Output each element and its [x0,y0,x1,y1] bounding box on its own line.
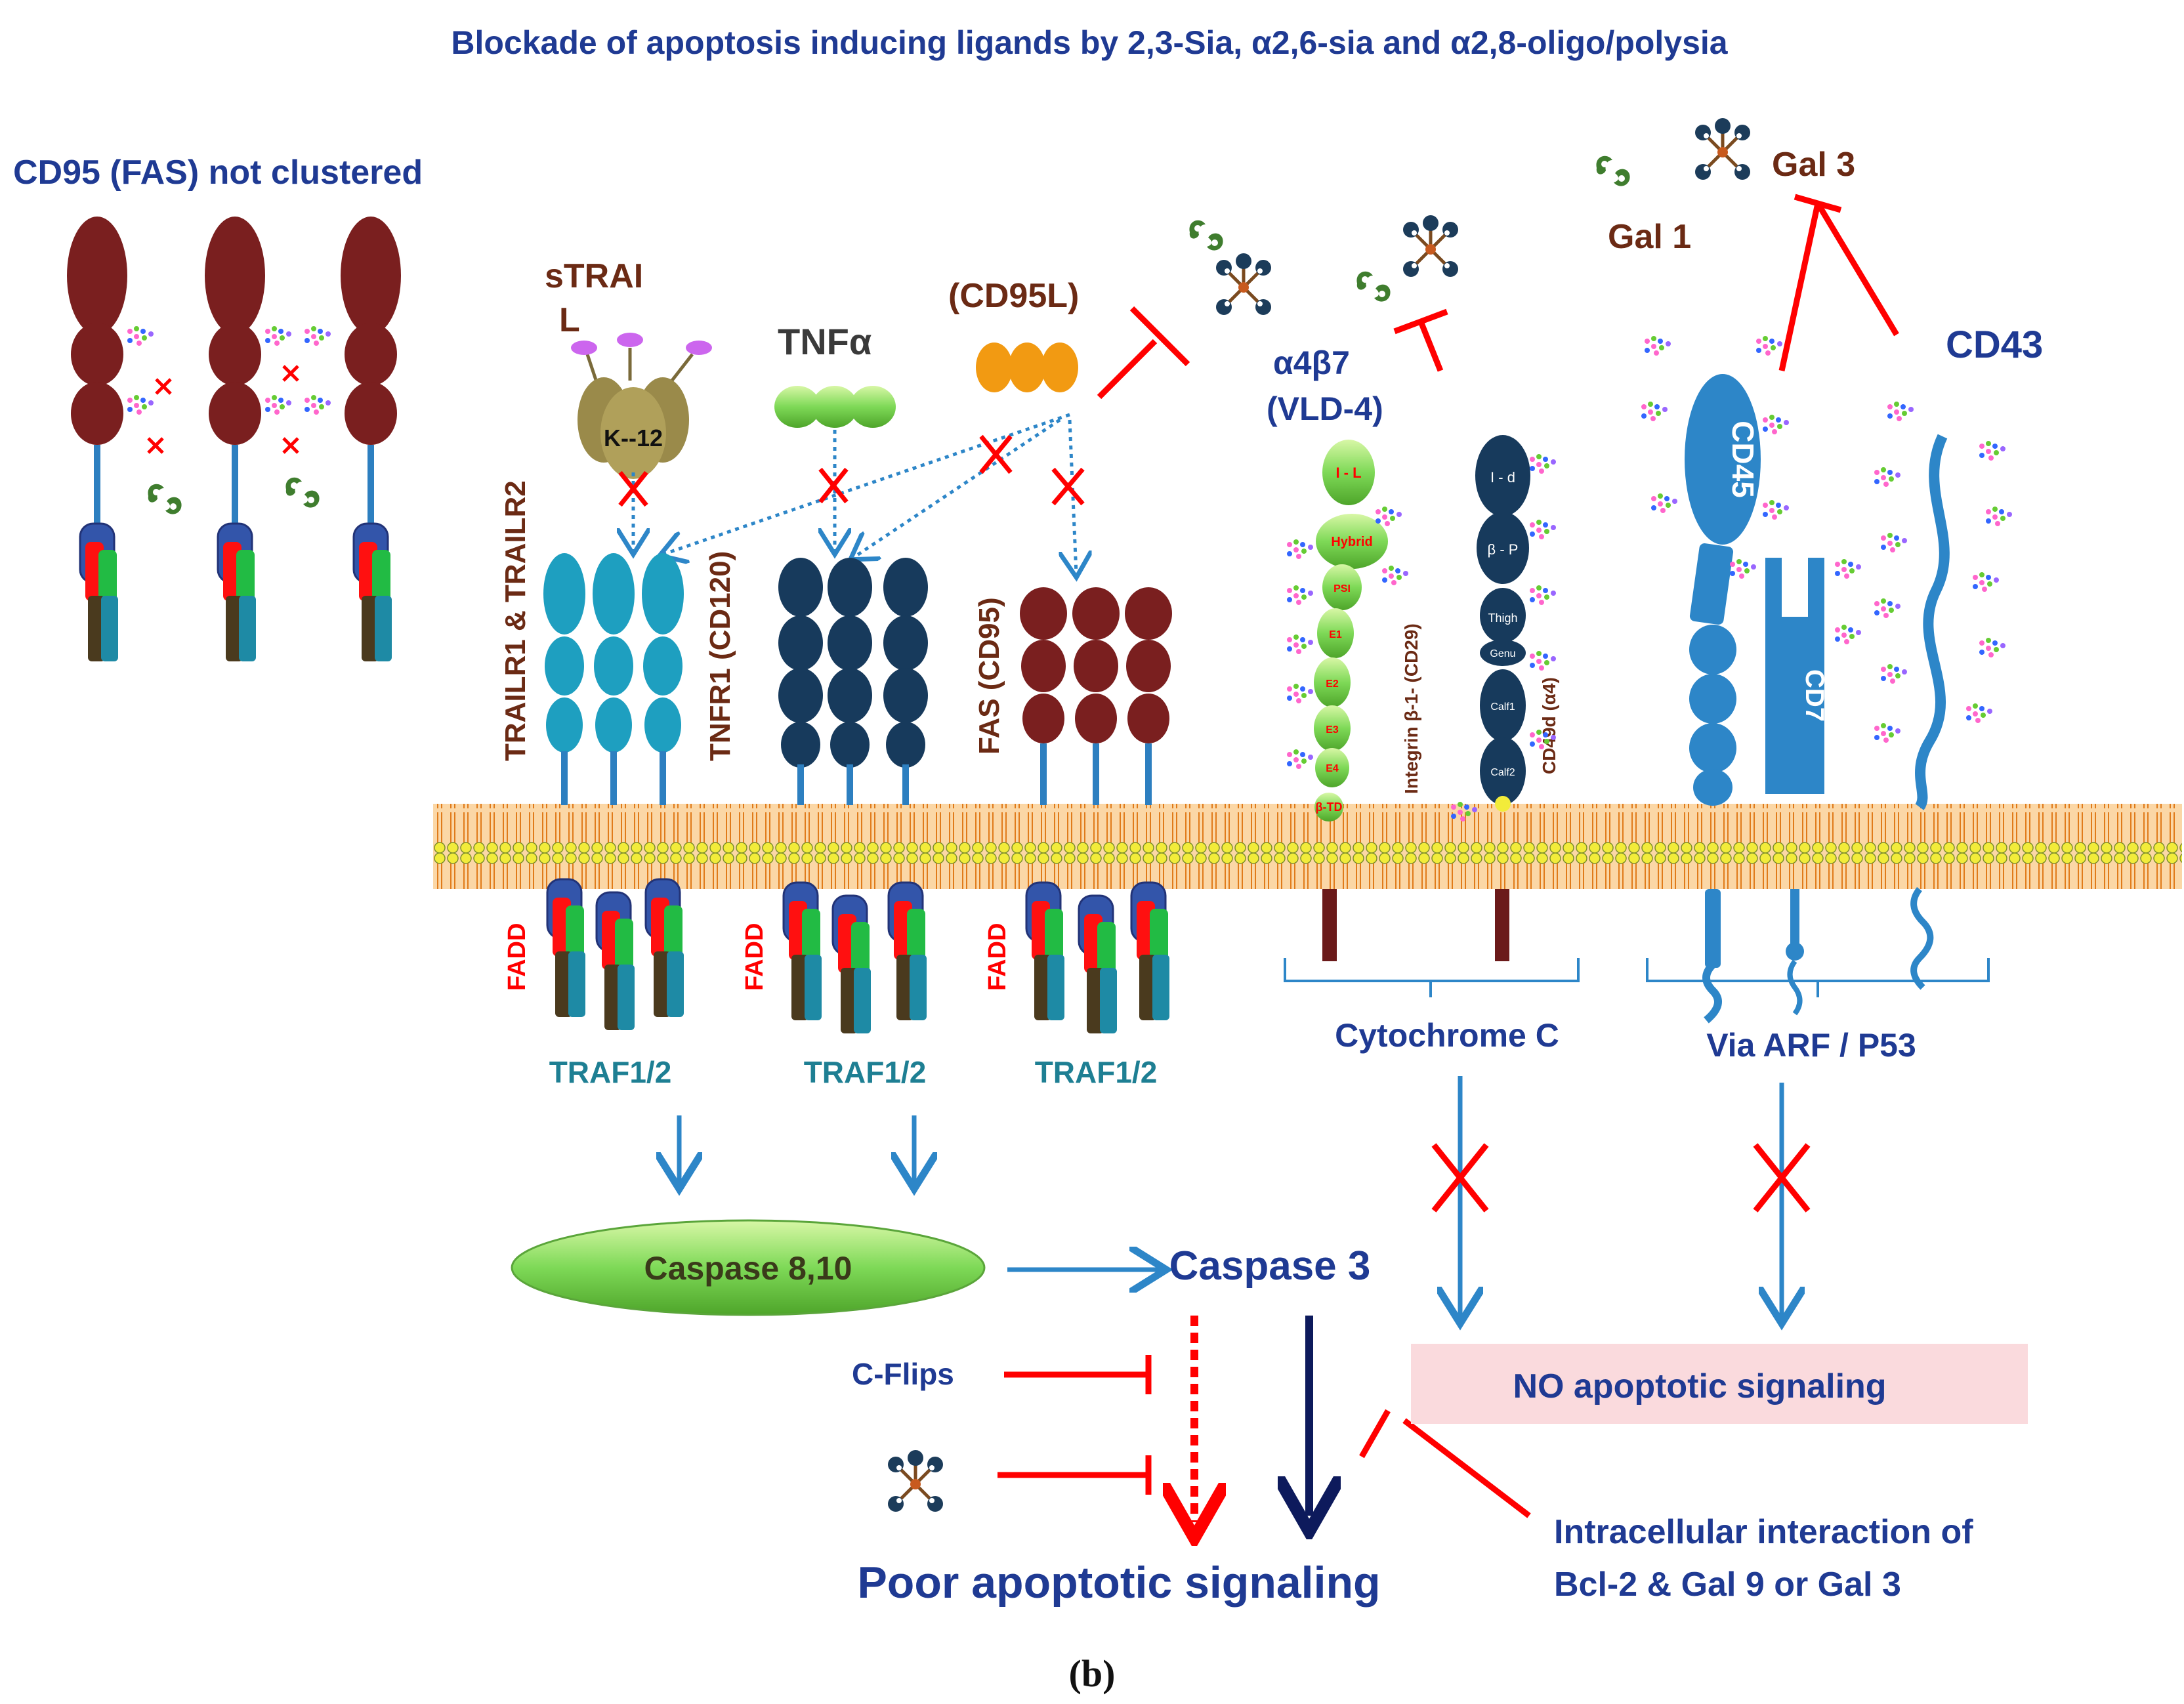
bcl2-label-line1: Intracellular interaction of [1554,1513,1973,1551]
a4b7-label-line1: α4β7 [1273,344,1350,381]
cd95l-ligand [976,343,1078,392]
traf-label-1: TRAF1/2 [549,1055,672,1089]
fas-label: FAS (CD95) [973,597,1005,755]
strail-label-line1: sTRAI [545,257,643,295]
domain-psi: PSI [1334,583,1351,594]
a4b7-label-line2: (VLD-4) [1267,390,1383,427]
domain-e1: E1 [1329,629,1342,640]
cd95-receptor-3 [341,217,401,663]
domain-il: I - L [1335,465,1361,481]
inhibition-bar-icon [1393,308,1448,372]
caspase-810-label: Caspase 8,10 [644,1250,852,1287]
domain-e3: E3 [1326,724,1339,736]
no-apoptotic-box [1411,1344,2028,1424]
caspase-3-label: Caspase 3 [1169,1243,1371,1289]
bcl2-label-line2: Bcl-2 & Gal 9 or Gal 3 [1554,1566,1901,1604]
no-apoptotic-label: NO apoptotic signaling [1513,1367,1886,1405]
block-x-icon [1431,1143,1811,1213]
inhibition-bar-icon [1778,194,1899,371]
caspase-810-node: Caspase 8,10 [511,1219,986,1316]
cflips-label: C-Flips [852,1357,954,1391]
cd7-label: CD7 [1800,669,1829,722]
cd45-label: CD45 [1726,421,1760,498]
poor-apoptotic-label: Poor apoptotic signaling [857,1558,1380,1608]
domain-calf1: Calf1 [1490,701,1515,713]
cd7-molecule: CD7 [1765,558,1829,1016]
tnfa-label: TNFα [778,321,872,362]
gal1-label: Gal 1 [1608,218,1691,256]
cd95-not-clustered-label: CD95 (FAS) not clustered [13,154,423,192]
tnfr1-receptors [778,558,928,805]
fas-receptors [1020,587,1172,805]
diagram-title: Blockade of apoptosis inducing ligands b… [451,24,1728,61]
domain-e4: E4 [1326,763,1339,774]
inhibition-bar-icon [1097,306,1190,400]
domain-e2: E2 [1326,678,1339,690]
domain-thigh: Thigh [1488,612,1517,625]
cd95l-label: (CD95L) [948,277,1079,315]
brace-cd45-cd43 [1646,958,1990,997]
cd43-label: CD43 [1946,323,2043,366]
domain-calf2: Calf2 [1490,767,1515,778]
domain-btd: β-TD [1316,800,1343,814]
trailr-label: TRAILR1 & TRAILR2 [499,480,532,761]
tnfr1-label: TNFR1 (CD120) [704,551,736,761]
fadd-label-1: FADD [503,923,531,991]
domain-bp: β - P [1488,541,1519,558]
integrin-beta1: I - L Hybrid PSI E1 E2 E3 E4 β-TD [1314,440,1388,961]
arrow-icon [679,1076,1782,1319]
domain-id: I - d [1490,469,1515,486]
strail-ligand: K--12 [571,333,712,479]
brace-integrin [1284,958,1580,997]
fadd-label-2: FADD [741,923,768,991]
cd95-receptor-1 [67,217,127,663]
integrin-beta1-label: Integrin β-1- (CD29) [1401,623,1421,794]
cd43-molecule [1910,434,1950,990]
figure-caption: (b) [1069,1652,1116,1695]
cd95-unclustered-group [67,217,401,663]
cd95-receptor-2 [205,217,265,663]
inhibition-bar-icon [998,1355,1531,1518]
gal3-label: Gal 3 [1772,146,1855,184]
block-x-icon [618,434,1085,507]
cd45-molecule: CD45 [1685,374,1761,1024]
traf-label-2: TRAF1/2 [804,1055,927,1089]
traf-label-3: TRAF1/2 [1035,1055,1158,1089]
trailr-receptors [543,553,684,805]
domain-hybrid: Hybrid [1331,535,1372,549]
cell-membrane [433,804,2182,889]
k12-label: K--12 [604,425,663,451]
tnfa-ligand [774,386,896,428]
integrin-alpha4: I - d β - P Thigh Genu Calf1 Calf2 [1475,435,1530,961]
fadd-label-3: FADD [984,923,1011,991]
domain-genu: Genu [1490,648,1515,659]
arf-p53-label: Via ARF / P53 [1706,1027,1916,1064]
intracellular-domains [546,878,1171,1035]
block-x-icon [147,365,299,454]
strail-label-line2: L [559,301,580,339]
cd49d-label: CD49d (α4) [1539,677,1559,774]
cytochrome-c-label: Cytochrome C [1335,1017,1559,1054]
